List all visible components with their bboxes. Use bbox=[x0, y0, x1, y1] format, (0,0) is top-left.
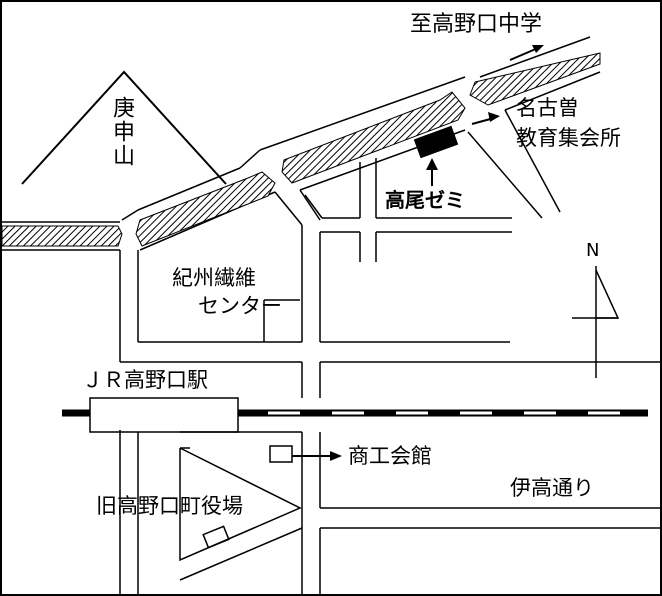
arrows bbox=[292, 45, 544, 461]
route-mid bbox=[135, 171, 276, 247]
mountain-outline bbox=[21, 70, 227, 185]
nagoso-hall-label-line2: 教育集会所 bbox=[516, 126, 621, 150]
jr-station-label: ＪＲ高野口駅 bbox=[82, 368, 208, 392]
route-west bbox=[1, 225, 123, 247]
ito-street-label: 伊高通り bbox=[510, 476, 594, 500]
kishu-center-label-line2: センター bbox=[198, 294, 282, 318]
route-east bbox=[281, 91, 466, 184]
south-streets bbox=[119, 430, 660, 594]
takao-seminar-label: 高尾ゼミ bbox=[385, 188, 465, 212]
jr-station-building bbox=[89, 397, 239, 433]
railway bbox=[62, 397, 648, 433]
route-segments bbox=[1, 52, 601, 247]
kishu-center-label-line1: 紀州繊維 bbox=[172, 266, 256, 290]
nagoso-hall-label-line1: 名古曽 bbox=[516, 96, 579, 120]
north-arrow bbox=[572, 266, 620, 378]
streets bbox=[119, 109, 660, 398]
old-town-hall-label: 旧高野口町役場 bbox=[96, 494, 243, 518]
chamber-hall-label: 商工会館 bbox=[348, 444, 432, 468]
mountain-label: 庚申山 bbox=[109, 96, 134, 168]
takao-seminar-building bbox=[413, 125, 459, 159]
junior-high-label: 至高野口中学 bbox=[410, 12, 543, 37]
route-northeast bbox=[469, 52, 601, 106]
north-label: N bbox=[586, 240, 600, 261]
